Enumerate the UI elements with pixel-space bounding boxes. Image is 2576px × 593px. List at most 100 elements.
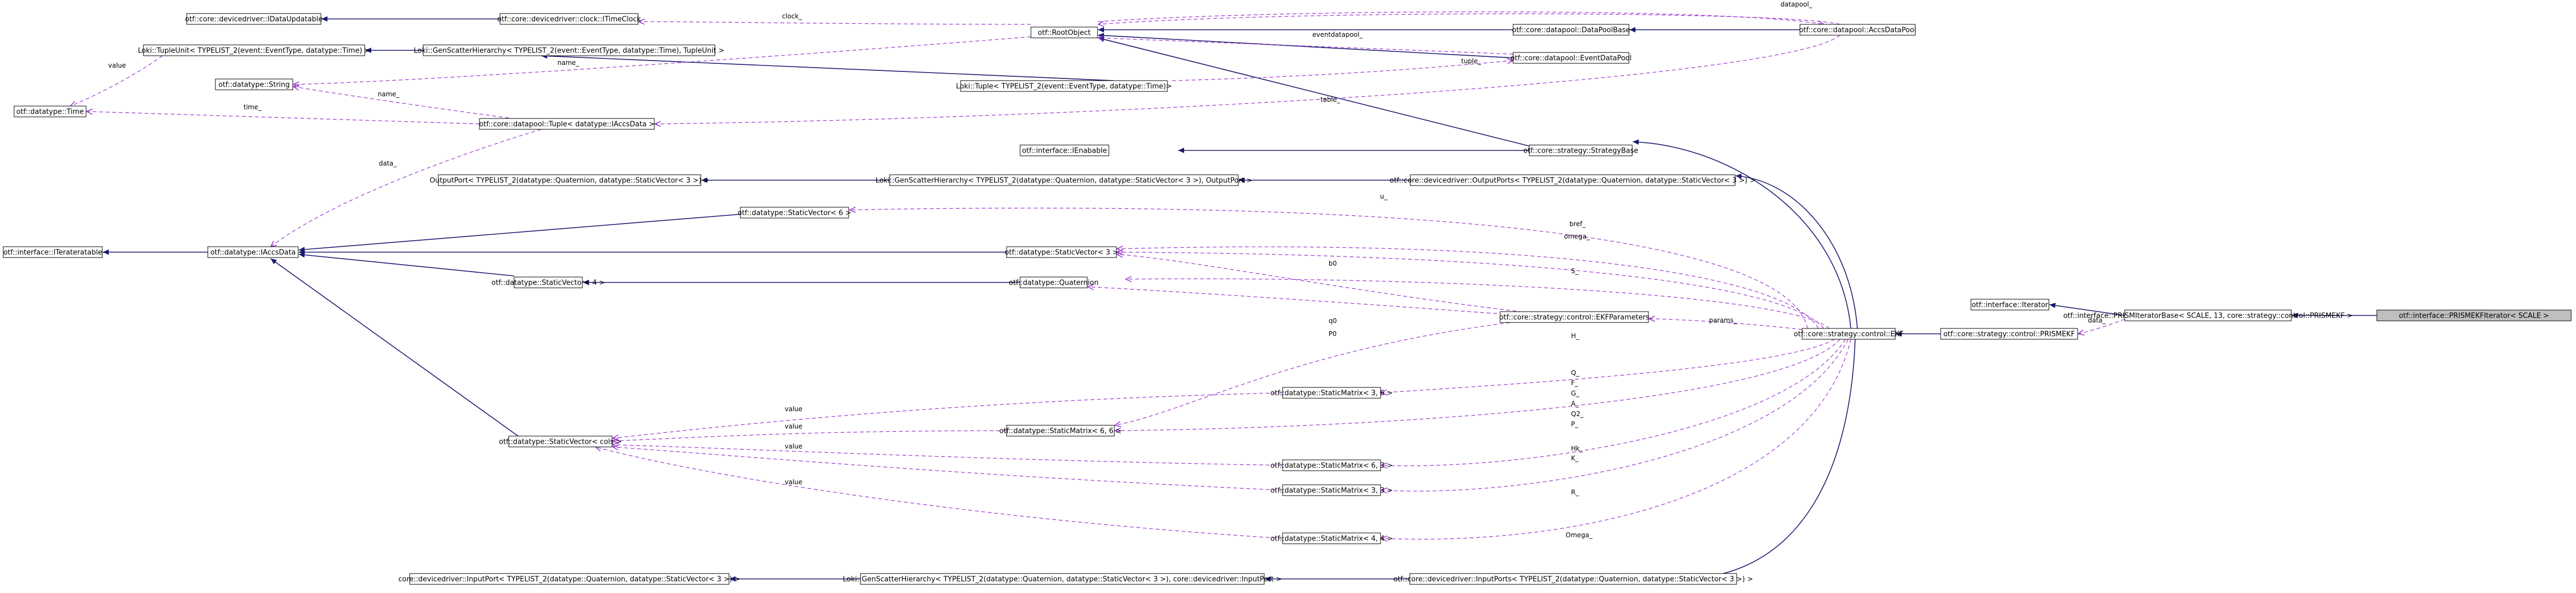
node-inputports[interactable]: otf::core::devicedriver::InputPorts< TYP…: [1394, 573, 1753, 585]
node-outputport[interactable]: OutputPort< TYPELIST_2(datatype::Quatern…: [430, 174, 709, 186]
edge-use-tuple-evt-eventdatapool: [1172, 61, 1513, 81]
edge-use-tuple-accs-time: [87, 111, 480, 124]
node-ekf[interactable]: otf::core::strategy::control::EKF: [1794, 328, 1904, 340]
svg-text:otf::datatype::StaticVector< c: otf::datatype::StaticVector< cols >: [499, 438, 622, 446]
node-genscatter-in[interactable]: Loki::GenScatterHierarchy< TYPELIST_2(da…: [843, 573, 1282, 585]
node-iterator[interactable]: otf::interface::Iterator: [1970, 299, 2049, 311]
edge-label-datapool: datapool_: [1780, 1, 1813, 8]
svg-text:otf::core::devicedriver::clock: otf::core::devicedriver::clock::ITimeClo…: [497, 16, 641, 24]
edge-use-ekf-sv6: [850, 208, 1808, 329]
edge-label-eventdatapool: eventdatapool_: [1312, 31, 1363, 38]
edge-label-data-iter: data_: [2088, 317, 2106, 324]
svg-text:otf::datatype::StaticMatrix< 6: otf::datatype::StaticMatrix< 6, 6 >: [1000, 427, 1122, 436]
svg-text:otf::RootObject: otf::RootObject: [1038, 29, 1091, 37]
svg-text:otf::core::datapool::Tuple< da: otf::core::datapool::Tuple< datatype::IA…: [479, 121, 654, 129]
edge-label-a: A_: [1571, 400, 1579, 407]
svg-text:otf::datatype::Quaternion: otf::datatype::Quaternion: [1009, 279, 1099, 287]
edge-label-name-string: name_: [378, 90, 400, 98]
svg-text:otf::core::devicedriver::Outpu: otf::core::devicedriver::OutputPorts< TY…: [1390, 177, 1756, 185]
node-genscatter-out[interactable]: Loki::GenScatterHierarchy< TYPELIST_2(da…: [876, 174, 1252, 186]
edge-inherit-sv4-iaccsdata: [298, 252, 515, 276]
node-sm36[interactable]: otf::datatype::StaticMatrix< 3, 6 >: [1271, 387, 1393, 399]
node-prismekf[interactable]: otf::core::strategy::control::PRISMEKF: [1940, 328, 2078, 340]
edge-label-q2: Q2_: [1571, 410, 1584, 418]
edge-inherit-eventdatapool-rootobject: [1098, 32, 1514, 58]
edge-use-sm36-svcols: [613, 392, 1283, 438]
svg-text:otf::datatype::Time: otf::datatype::Time: [16, 108, 84, 116]
node-outputports[interactable]: otf::core::devicedriver::OutputPorts< TY…: [1390, 174, 1756, 186]
svg-text:Loki::GenScatterHierarchy< TYP: Loki::GenScatterHierarchy< TYPELIST_2(ev…: [414, 47, 725, 55]
svg-text:core::devicedriver::InputPort<: core::devicedriver::InputPort< TYPELIST_…: [398, 576, 740, 584]
edge-label-params: params_: [1709, 317, 1737, 324]
node-ideupdatable[interactable]: otf::core::devicedriver::IDataUpdatable: [185, 13, 323, 25]
svg-text:otf::core::strategy::control::: otf::core::strategy::control::EKF: [1794, 331, 1904, 339]
node-sv3[interactable]: otf::datatype::StaticVector< 3 >: [1005, 246, 1119, 258]
edge-label-hk: Hk_: [1571, 445, 1583, 452]
node-tuple-accs[interactable]: otf::core::datapool::Tuple< datatype::IA…: [479, 118, 655, 130]
node-genscatter-evt[interactable]: Loki::GenScatterHierarchy< TYPELIST_2(ev…: [414, 44, 725, 56]
edge-label-value-time: value: [108, 62, 126, 69]
node-accsdatapool[interactable]: otf::core::datapool::AccsDataPool: [1799, 24, 1916, 36]
svg-text:otf::interface::ITerateratable: otf::interface::ITerateratable: [3, 249, 102, 257]
node-prismiterbase[interactable]: otf::interface::PRISMIteratorBase< SCALE…: [2063, 309, 2353, 321]
node-sm63[interactable]: otf::datatype::StaticMatrix< 6, 3 >: [1271, 459, 1393, 471]
svg-text:OutputPort< TYPELIST_2(datatyp: OutputPort< TYPELIST_2(datatype::Quatern…: [430, 177, 709, 185]
svg-text:otf::interface::Iterator: otf::interface::Iterator: [1972, 301, 2048, 309]
edge-use-sm44-svcols: [595, 447, 1283, 539]
node-ienable[interactable]: otf::interface::IEnabable: [1020, 144, 1109, 156]
edge-use-ekf-ekfparams: [1649, 319, 1803, 330]
svg-text:otf::datatype::StaticVector< 6: otf::datatype::StaticVector< 6 >: [738, 209, 851, 218]
edge-label-bref: bref_: [1569, 220, 1586, 228]
edge-use-tuple-accs-string: [293, 87, 542, 123]
node-tuple-evt[interactable]: Loki::Tuple< TYPELIST_2(event::EventType…: [956, 80, 1172, 92]
edge-label-f: F_: [1571, 379, 1579, 387]
node-sm33[interactable]: otf::datatype::StaticMatrix< 3, 3 >: [1271, 484, 1393, 496]
node-sv6[interactable]: otf::datatype::StaticVector< 6 >: [738, 207, 851, 219]
nodes: otf::core::devicedriver::IDataUpdatable …: [3, 13, 2572, 585]
edge-label-r: R_: [1571, 489, 1579, 496]
node-iteratable[interactable]: otf::interface::ITerateratable: [3, 246, 103, 258]
node-svcols[interactable]: otf::datatype::StaticVector< cols >: [499, 436, 622, 447]
edges: [70, 11, 2377, 582]
svg-text:otf::datatype::StaticMatrix< 3: otf::datatype::StaticMatrix< 3, 3 >: [1271, 487, 1393, 495]
svg-text:otf::core::datapool::EventData: otf::core::datapool::EventDataPool: [1510, 55, 1632, 63]
node-datapoolbase[interactable]: otf::core::datapool::DataPoolBase: [1512, 24, 1630, 36]
node-inputport[interactable]: core::devicedriver::InputPort< TYPELIST_…: [398, 573, 740, 585]
node-rootobject[interactable]: otf::RootObject: [1030, 27, 1098, 38]
edge-inherit-strategybase-rootobject: [1098, 36, 1530, 147]
edge-use-ekf-sm36: [1381, 339, 1835, 393]
node-time[interactable]: otf::datatype::Time: [14, 106, 87, 117]
svg-text:otf::datatype::String: otf::datatype::String: [219, 81, 290, 89]
edge-use-eventdatapool-rootobject: [1098, 38, 1514, 55]
edge-label-b0: b0: [1329, 260, 1337, 267]
node-itimeclock[interactable]: otf::core::devicedriver::clock::ITimeClo…: [497, 13, 641, 25]
node-iaccsdata[interactable]: otf::datatype::IAccsData: [207, 246, 299, 258]
edge-use-accsdatapool-rootobject: [1098, 13, 1841, 24]
svg-text:otf::datatype::StaticVector< 3: otf::datatype::StaticVector< 3 >: [1005, 249, 1119, 257]
node-string[interactable]: otf::datatype::String: [215, 78, 293, 90]
edge-use-sm63-svcols: [613, 445, 1283, 466]
node-ekfparams[interactable]: otf::core::strategy::control::EKFParamet…: [1499, 311, 1650, 323]
svg-text:Loki::GenScatterHierarchy< TYP: Loki::GenScatterHierarchy< TYPELIST_2(da…: [843, 576, 1282, 584]
edge-label-p0: P0: [1329, 330, 1337, 338]
edge-inherit-svcols-iaccsdata: [270, 258, 525, 442]
node-prismekfiter[interactable]: otf::interface::PRISMEKFIterator< SCALE …: [2376, 309, 2572, 321]
node-sm44[interactable]: otf::datatype::StaticMatrix< 4, 4 >: [1271, 532, 1393, 544]
edge-label-value-svcols-2: value: [785, 423, 803, 430]
edge-use-rootobject-accsdatapool: [1098, 11, 1824, 24]
node-strategybase[interactable]: otf::core::strategy::StrategyBase: [1523, 144, 1638, 156]
svg-text:otf::core::devicedriver::IData: otf::core::devicedriver::IDataUpdatable: [185, 16, 323, 24]
edge-use-ekf-sv3-omega: [1117, 252, 1824, 329]
node-sv4[interactable]: otf::datatype::StaticVector< 4 >: [491, 276, 605, 288]
node-tupleunit[interactable]: Loki::TupleUnit< TYPELIST_2(event::Event…: [138, 44, 371, 56]
svg-text:otf::core::strategy::StrategyB: otf::core::strategy::StrategyBase: [1523, 147, 1638, 155]
edge-use-sm33-svcols: [613, 447, 1283, 491]
edge-use-sm66-svcols: [613, 430, 1007, 441]
svg-text:otf::interface::IEnabable: otf::interface::IEnabable: [1022, 147, 1107, 155]
node-eventdatapool[interactable]: otf::core::datapool::EventDataPool: [1510, 52, 1632, 64]
svg-text:Loki::GenScatterHierarchy< TYP: Loki::GenScatterHierarchy< TYPELIST_2(da…: [876, 177, 1252, 185]
node-quaternion[interactable]: otf::datatype::Quaternion: [1009, 276, 1099, 288]
edge-inherit-ekf-outputports: [1735, 173, 1858, 329]
node-sm66[interactable]: otf::datatype::StaticMatrix< 6, 6 >: [1000, 425, 1122, 437]
svg-text:otf::core::datapool::AccsDataP: otf::core::datapool::AccsDataPool: [1799, 27, 1916, 35]
